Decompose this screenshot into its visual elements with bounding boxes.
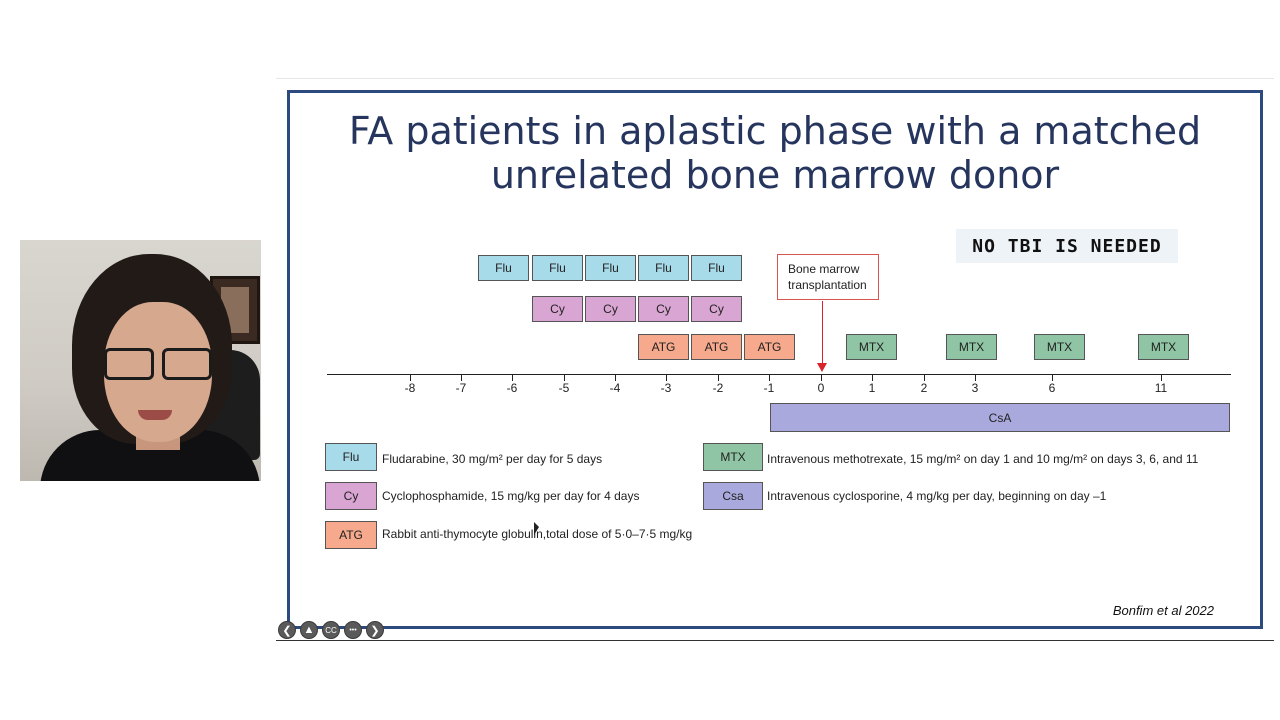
slide-title-line-1: FA patients in aplastic phase with a mat… [348,109,1202,153]
bmt-arrow-line [822,301,823,367]
bmt-arrow-head [817,363,827,372]
legend-mtx-key: MTX [703,443,763,471]
atg-box-day-minus-2: ATG [691,334,742,360]
axis-tick [769,375,770,381]
cy-box-day-minus-2: Cy [691,296,742,322]
pointer-tool-button[interactable]: ▲ [300,621,318,639]
axis-tick-label: -1 [763,381,775,395]
atg-box-day-minus-3: ATG [638,334,689,360]
axis-tick-label: 2 [920,381,928,395]
flu-box-day-minus-5: Flu [532,255,583,281]
slide-title: FA patients in aplastic phase with a mat… [290,109,1260,197]
flu-box-day-minus-3: Flu [638,255,689,281]
csa-bar: CsA [770,403,1230,432]
axis-tick [924,375,925,381]
mtx-box-day-1: MTX [846,334,897,360]
presenter-glasses [104,348,214,380]
axis-tick [512,375,513,381]
slide-title-line-2: unrelated bone marrow donor [490,153,1060,197]
axis-tick-label: -8 [404,381,416,395]
legend-csa-key: Csa [703,482,763,510]
cy-box-day-minus-4: Cy [585,296,636,322]
atg-box-day-minus-1: ATG [744,334,795,360]
axis-tick-label: 0 [817,381,825,395]
next-slide-button[interactable]: ❯ [366,621,384,639]
no-tbi-callout: NO TBI IS NEEDED [956,229,1178,263]
presentation-slide: FA patients in aplastic phase with a mat… [287,90,1263,629]
axis-tick [410,375,411,381]
axis-tick [975,375,976,381]
legend-atg-key: ATG [325,521,377,549]
axis-tick-label: 1 [868,381,876,395]
captions-button[interactable]: CC [322,621,340,639]
axis-tick [666,375,667,381]
timeline-axis [327,374,1231,375]
legend-flu-text: Fludarabine, 30 mg/m² per day for 5 days [382,452,603,466]
axis-tick-label: -4 [609,381,621,395]
mtx-box-day-3: MTX [946,334,997,360]
legend-cy-text: Cyclophosphamide, 15 mg/kg per day for 4… [382,489,640,503]
mtx-box-day-11: MTX [1138,334,1189,360]
axis-tick [718,375,719,381]
legend-mtx-text: Intravenous methotrexate, 15 mg/m² on da… [767,452,1199,466]
axis-tick-label: 3 [971,381,979,395]
axis-tick [821,375,822,381]
flu-box-day-minus-2: Flu [691,255,742,281]
mtx-box-day-6: MTX [1034,334,1085,360]
axis-tick-label: 6 [1048,381,1056,395]
slide-top-divider [276,78,1274,79]
presentation-controls: ❮ ▲ CC ••• ❯ [278,621,384,639]
bmt-line-1: Bone marrow [788,262,860,276]
axis-tick-label: -2 [712,381,724,395]
presenter-mouth [138,410,172,420]
cy-box-day-minus-5: Cy [532,296,583,322]
axis-tick [461,375,462,381]
axis-tick [564,375,565,381]
legend-cy-key: Cy [325,482,377,510]
legend-flu-key: Flu [325,443,377,471]
previous-slide-button[interactable]: ❮ [278,621,296,639]
axis-tick [872,375,873,381]
bmt-line-2: transplantation [788,278,867,292]
more-options-button[interactable]: ••• [344,621,362,639]
flu-box-day-minus-4: Flu [585,255,636,281]
axis-tick-label: -7 [455,381,467,395]
axis-tick [615,375,616,381]
axis-tick-label: -3 [660,381,672,395]
mouse-cursor [534,522,539,535]
presenter-webcam [20,240,261,481]
axis-tick [1161,375,1162,381]
axis-tick-label: -5 [558,381,570,395]
slide-bottom-divider [276,640,1274,641]
cy-box-day-minus-3: Cy [638,296,689,322]
bone-marrow-transplantation-callout: Bone marrow transplantation [777,254,879,300]
axis-tick-label: -6 [506,381,518,395]
axis-tick [1052,375,1053,381]
legend-csa-text: Intravenous cyclosporine, 4 mg/kg per da… [767,489,1107,503]
flu-box-day-minus-6: Flu [478,255,529,281]
slide-citation: Bonfim et al 2022 [1112,603,1214,618]
axis-tick-label: 11 [1154,381,1168,395]
